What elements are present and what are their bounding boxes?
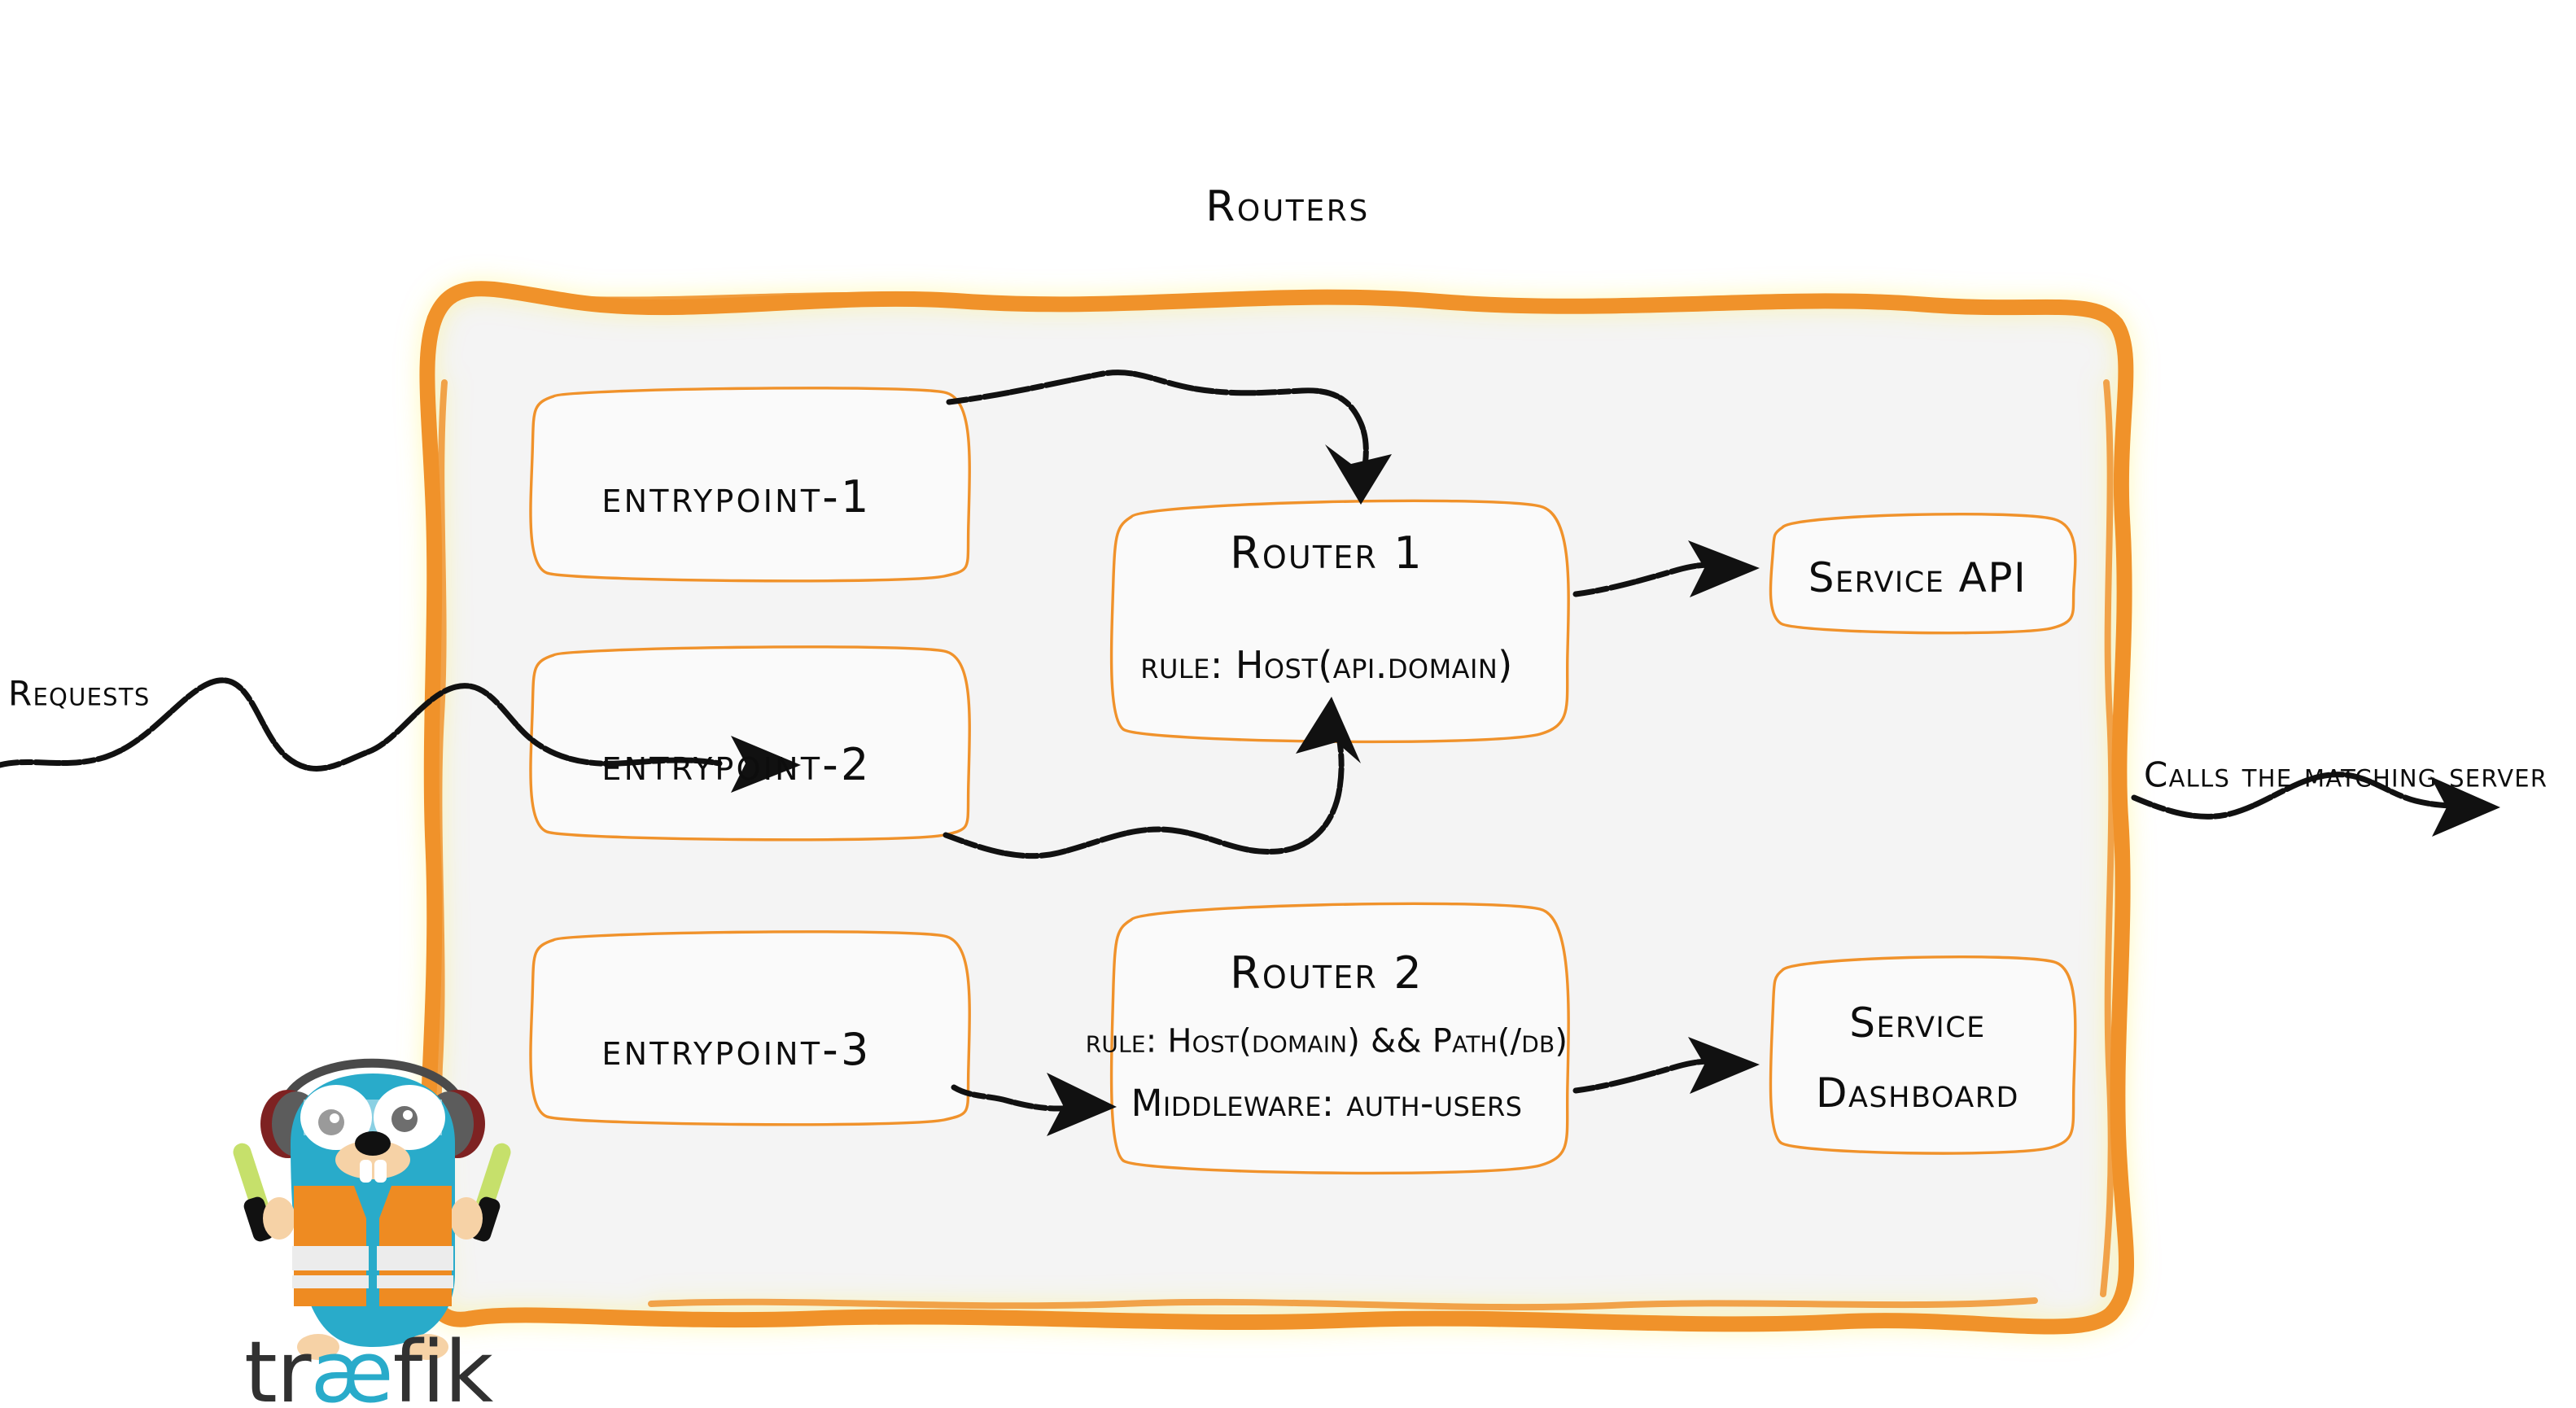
arrow-calls-path (2131, 772, 2494, 820)
calls-label: Calls the matching server (2144, 754, 2548, 795)
service-dashboard-box (1769, 955, 2077, 1155)
panel-border-right (2103, 316, 2135, 1322)
entrypoint-1-box (529, 387, 971, 583)
arrowhead-ep1-router1 (1325, 444, 1392, 505)
traefik-wordmark: træfik (244, 1325, 505, 1408)
router-2-middleware: Middleware: auth-users (1131, 1081, 1523, 1125)
arrowhead-ep2-router1 (1296, 697, 1361, 763)
gopher-hand-left (263, 1197, 295, 1240)
router-1-rule: rule: Host(api.domain) (1140, 643, 1513, 688)
arrowheads (731, 444, 2500, 1136)
entrypoint-1-label: entrypoint-1 (601, 470, 872, 523)
entrypoint-3-box (529, 930, 971, 1126)
panel-border-right-accent (2100, 379, 2115, 1297)
requests-label: Requests (8, 673, 151, 714)
arrow-ep2-router1-path (942, 706, 1345, 859)
arrowhead-router1-serviceapi (1688, 540, 1760, 597)
arrow-ep1-router1-path (946, 369, 1369, 496)
gopher-hand-right (450, 1197, 483, 1240)
gopher-foot-left (297, 1334, 339, 1360)
panel-border-bottom (462, 1305, 2119, 1335)
arrowhead-requests (731, 736, 801, 793)
page-title: Routers (1205, 181, 1370, 231)
gopher-muzzle (335, 1140, 410, 1179)
headphone-band (281, 1058, 465, 1106)
gopher-teeth (360, 1160, 387, 1183)
traefik-gopher-logo (233, 1058, 511, 1360)
entrypoint-3-label: entrypoint-3 (601, 1023, 872, 1075)
panel-border-top-accent (484, 286, 2055, 312)
service-dashboard-line1: Service (1849, 999, 1986, 1047)
arrowhead-calls (2430, 776, 2500, 837)
arrow-requests-path (0, 677, 723, 772)
safety-vest (292, 1186, 453, 1306)
panel-border-bottom-accent (648, 1297, 2038, 1311)
gopher-foot-right (406, 1334, 448, 1360)
wordmark-part-1: tr (244, 1323, 312, 1408)
router-2-title: Router 2 (1230, 947, 1424, 999)
router-1-box (1109, 499, 1570, 744)
service-dashboard-label: Service Dashboard (1816, 1000, 2019, 1116)
service-api-label: Service API (1808, 554, 2027, 601)
gopher-eyes (300, 1085, 445, 1150)
gopher-nose (355, 1131, 391, 1156)
service-dashboard-line2: Dashboard (1815, 1069, 2020, 1117)
router-2-box (1109, 902, 1570, 1175)
service-api-box (1769, 512, 2077, 635)
router-1-title: Router 1 (1230, 527, 1424, 579)
entrypoint-2-label: entrypoint-2 (601, 738, 872, 790)
wordmark-part-3: fik (392, 1323, 494, 1408)
arrowhead-router2-dashboard (1688, 1037, 1760, 1094)
wordmark-part-2: æ (310, 1323, 393, 1408)
router-2-rule: rule: Host(domain) && Path(/db) (1085, 1022, 1568, 1060)
arrowhead-ep3-router2 (1047, 1073, 1117, 1136)
